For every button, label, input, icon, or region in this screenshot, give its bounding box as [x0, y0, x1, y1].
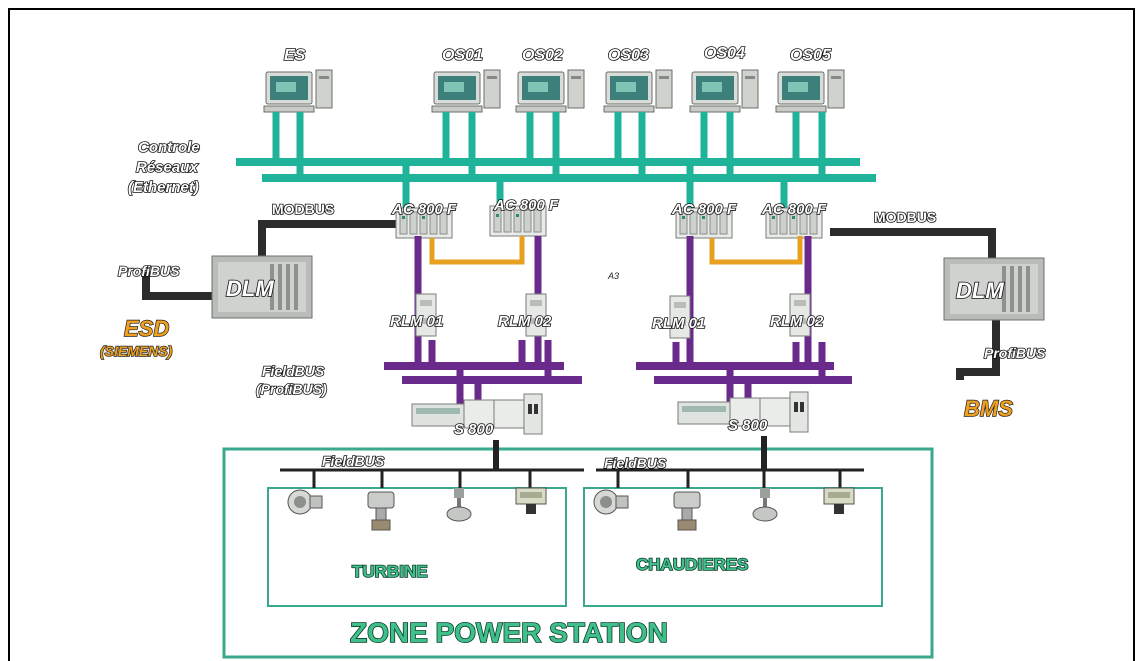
- label-s800-left: S 800: [454, 421, 494, 438]
- label-fieldbus-right: FieldBUS: [604, 455, 667, 471]
- diagram-frame: [8, 8, 1135, 661]
- label-profibus-left: ProfiBUS: [118, 263, 180, 279]
- label-dlm-left: DLM: [226, 276, 274, 301]
- label-controle: Controle: [138, 139, 200, 156]
- rlm-right-01: RLM 01: [651, 295, 706, 339]
- label-zone-power-station: ZONE POWER STATION: [350, 617, 668, 648]
- redundancy-links: [429, 236, 803, 265]
- label-modbus-right: MODBUS: [874, 209, 936, 225]
- workstation-os03: OS03: [603, 46, 673, 113]
- turbine-devices: [287, 487, 547, 531]
- s800-left: S 800: [411, 393, 543, 439]
- controller-ac800f-3: AC 800 F: [670, 200, 738, 239]
- ethernet-bus: [236, 112, 876, 210]
- label-os05: OS05: [790, 47, 832, 64]
- controller-ac800f-2: AC 800 F: [489, 196, 560, 237]
- dlm-right: DLM: [943, 257, 1045, 321]
- label-ethernet: (Ethernet): [128, 179, 199, 196]
- label-reseaux: Réseaux: [136, 159, 198, 176]
- label-os04: OS04: [704, 45, 745, 62]
- fieldbus-lines: [280, 436, 864, 488]
- workstation-es: ES: [263, 46, 333, 113]
- label-os01: OS01: [442, 47, 483, 64]
- label-os03: OS03: [608, 47, 649, 64]
- chaudieres-devices: [593, 487, 855, 531]
- label-dlm-right: DLM: [956, 278, 1004, 303]
- workstation-os05: OS05: [775, 46, 845, 113]
- label-os02: OS02: [522, 47, 563, 64]
- controller-ac800f-4: AC 800 F: [760, 200, 828, 239]
- rlm-left-02: RLM 02: [497, 293, 553, 337]
- label-profibus-right: ProfiBUS: [984, 345, 1046, 361]
- zone-turbine-frame: [267, 487, 567, 607]
- label-fieldbus-profibus-2: (ProfiBUS): [256, 381, 327, 397]
- marker-a3: A3: [607, 271, 619, 281]
- label-ac4: AC 800 F: [761, 201, 827, 218]
- label-ac1: AC 800 F: [391, 201, 457, 218]
- label-rlm-l1: RLM 01: [390, 313, 443, 330]
- label-turbine: TURBINE: [352, 562, 428, 581]
- label-rlm-l2: RLM 02: [498, 313, 552, 330]
- zone-chaudieres-frame: [583, 487, 883, 607]
- zone-power-station-frame: [222, 447, 934, 659]
- workstation-os02: OS02: [515, 46, 585, 113]
- rlm-left-01: RLM 01: [389, 293, 444, 337]
- label-ac2: AC 800 F: [493, 197, 559, 214]
- workstation-os01: OS01: [431, 46, 501, 113]
- label-siemens: (SIEMENS): [100, 343, 173, 359]
- label-chaudieres: CHAUDIERES: [636, 555, 748, 574]
- label-fieldbus-left: FieldBUS: [322, 453, 385, 469]
- controller-ac800f-1: AC 800 F: [390, 200, 458, 239]
- label-bms: BMS: [964, 396, 1013, 421]
- workstation-os04: OS04: [689, 44, 759, 113]
- label-esd: ESD: [124, 316, 169, 341]
- label-rlm-r2: RLM 02: [770, 313, 824, 330]
- label-s800-right: S 800: [728, 417, 768, 434]
- label-fieldbus-profibus-1: FieldBUS: [262, 363, 325, 379]
- s800-right: S 800: [677, 391, 809, 435]
- rlm-right-02: RLM 02: [769, 293, 825, 337]
- label-rlm-r1: RLM 01: [652, 315, 705, 332]
- dlm-left: DLM: [211, 255, 313, 319]
- label-modbus-left: MODBUS: [272, 201, 334, 217]
- label-es: ES: [284, 47, 306, 64]
- label-ac3: AC 800 F: [671, 201, 737, 218]
